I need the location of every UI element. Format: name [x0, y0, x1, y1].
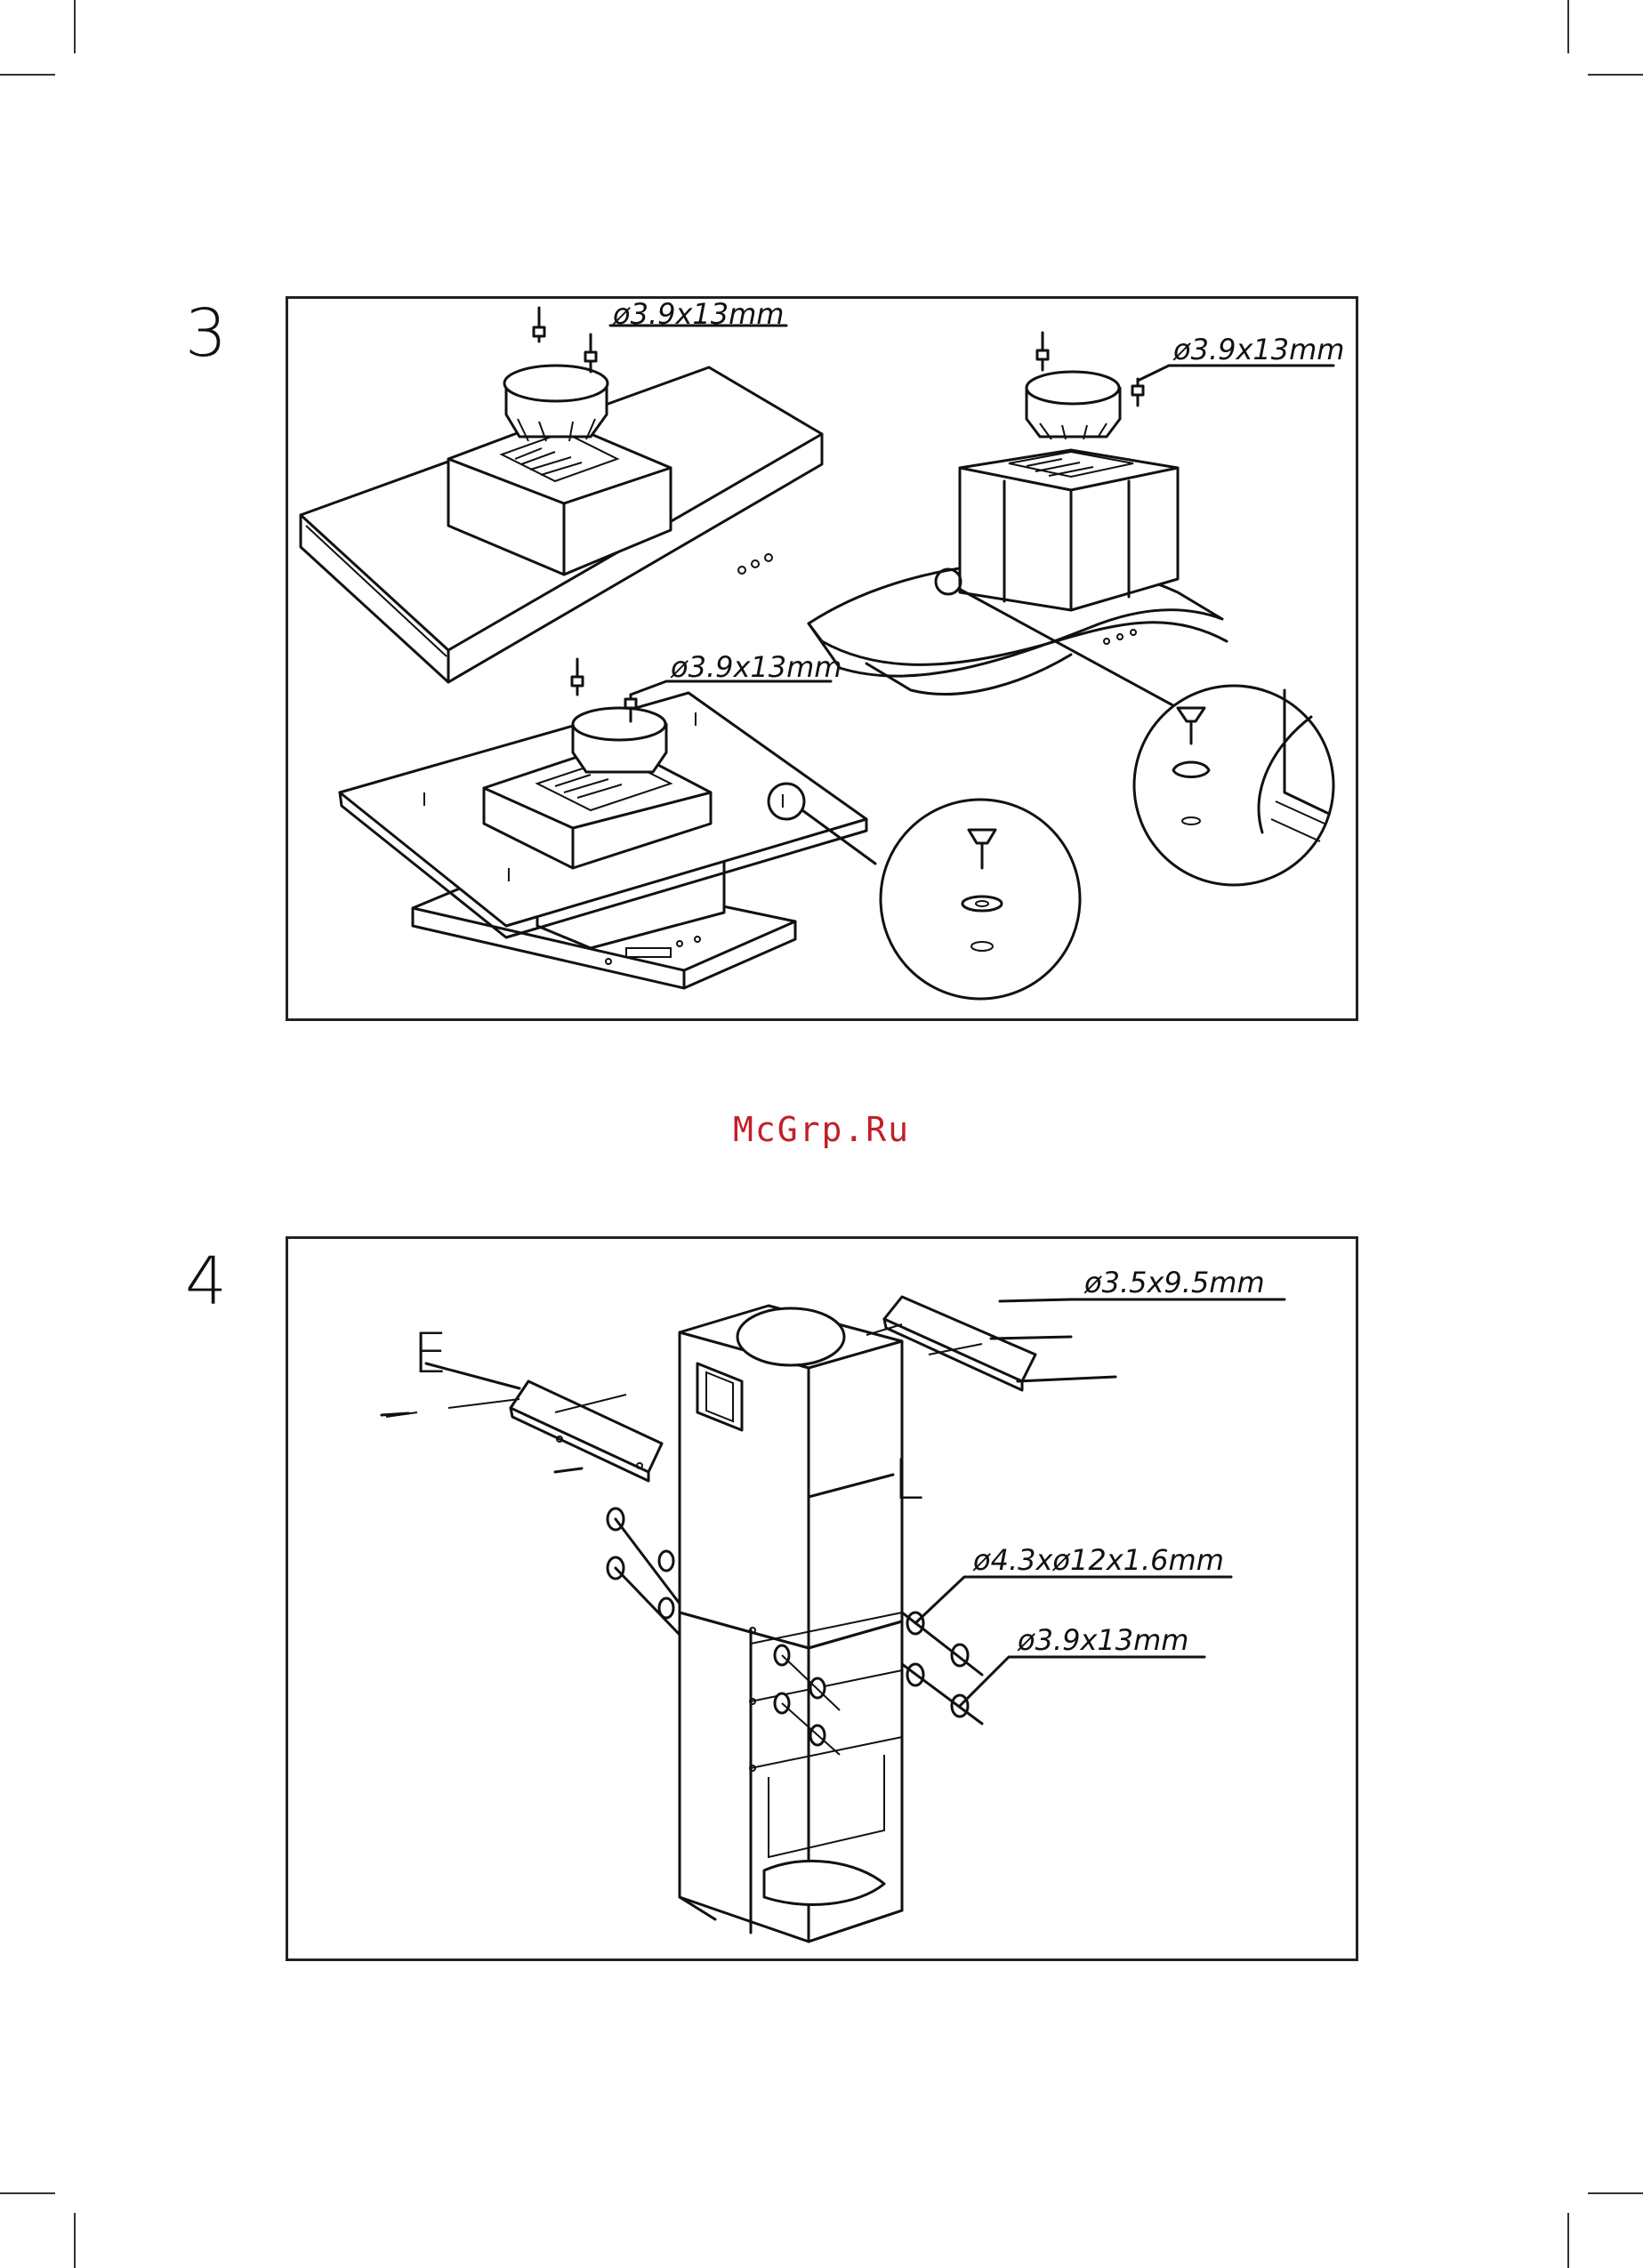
- step-3-number: 3: [185, 301, 227, 366]
- watermark: McGrp.Ru: [0, 1110, 1643, 1149]
- svg-text:I: I: [422, 789, 427, 810]
- chimney-column: [680, 1306, 902, 1942]
- label-washer: ø4.3xø12x1.6mm: [972, 1543, 1224, 1577]
- island-hood: I I I I: [340, 659, 875, 988]
- label-screw-3-c: ø3.9x13mm: [670, 650, 842, 684]
- svg-text:I: I: [780, 791, 785, 812]
- label-screw-3-b: ø3.9x13mm: [1172, 333, 1344, 366]
- detail-circle-right: [1134, 686, 1333, 885]
- label-screw-3-a: ø3.9x13mm: [612, 299, 784, 331]
- step-3-illustration: ø3.9x13mm ø3.9x13mm: [288, 299, 1356, 1018]
- crop-mark-top-left-v: [74, 0, 76, 53]
- step-4-panel: E ø3.5x9.5mm L: [286, 1236, 1358, 1961]
- crop-mark-bottom-left-v: [74, 2213, 76, 2268]
- detail-circle-bottom: [881, 800, 1080, 999]
- crop-mark-bottom-right-v: [1567, 2213, 1569, 2268]
- step-3-panel: ø3.9x13mm ø3.9x13mm: [286, 296, 1358, 1021]
- label-part-l: L: [893, 1447, 924, 1512]
- bracket-right: [866, 1297, 1285, 1390]
- svg-text:I: I: [693, 709, 698, 730]
- label-bracket-screw: ø3.5x9.5mm: [1083, 1266, 1265, 1299]
- label-screw-4: ø3.9x13mm: [1017, 1623, 1188, 1657]
- crop-mark-bottom-right-h: [1588, 2192, 1643, 2194]
- label-part-e: E: [413, 1321, 447, 1386]
- wall-hood-curved-glass: [809, 333, 1333, 708]
- step-4-illustration: E ø3.5x9.5mm L: [288, 1239, 1356, 1958]
- crop-mark-top-left-h: [0, 74, 55, 76]
- step-4-number: 4: [185, 1249, 227, 1315]
- wall-hood-rectangular: [301, 308, 822, 682]
- crop-mark-top-right-h: [1588, 74, 1643, 76]
- crop-mark-top-right-v: [1567, 0, 1569, 53]
- crop-mark-bottom-left-h: [0, 2192, 55, 2194]
- svg-text:I: I: [506, 865, 511, 886]
